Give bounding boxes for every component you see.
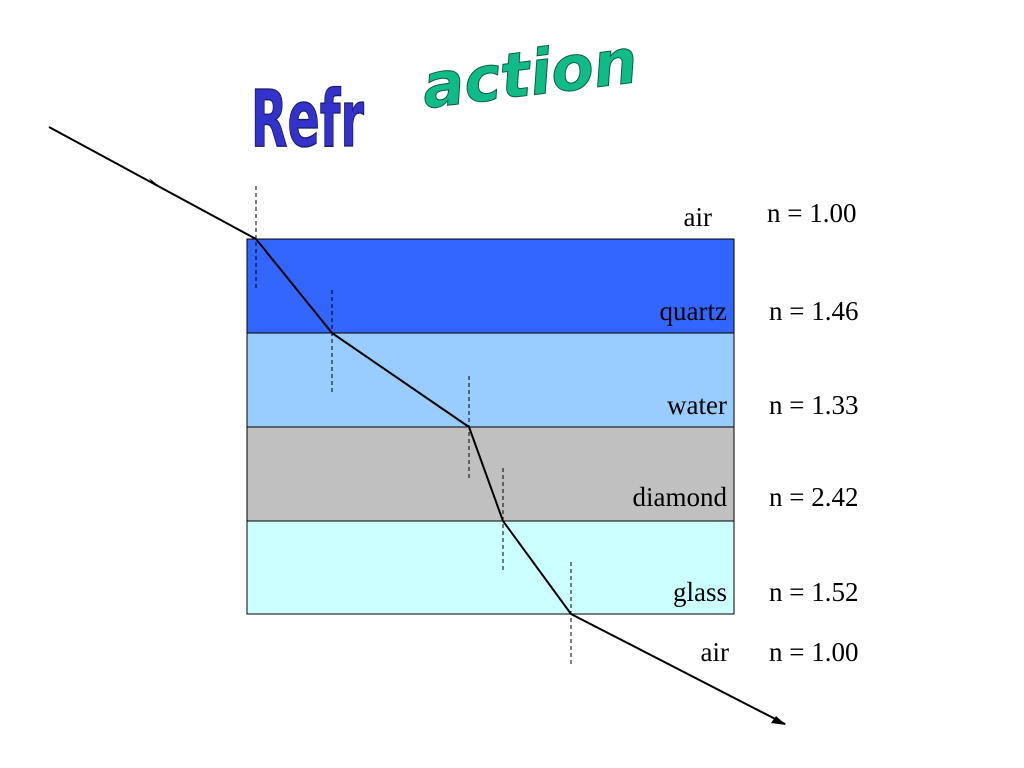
quartz-index: n = 1.46 — [769, 296, 858, 326]
title-refr: Refr — [251, 74, 364, 165]
ray-arrowhead-incoming — [149, 178, 163, 189]
title-action: action — [418, 24, 642, 123]
diamond-index: n = 2.42 — [769, 482, 858, 512]
water-index: n = 1.33 — [769, 390, 858, 420]
glass-index: n = 1.52 — [769, 577, 858, 607]
quartz-label: quartz — [660, 296, 727, 326]
diamond-label: diamond — [633, 482, 728, 512]
bottom-air-index: n = 1.00 — [769, 637, 858, 667]
water-label: water — [667, 390, 727, 420]
bottom-air-label: air — [701, 637, 729, 667]
glass-label: glass — [673, 577, 727, 607]
light-ray — [48, 126, 786, 725]
ray-arrowhead-outgoing — [771, 716, 786, 725]
layer-diamond — [246, 426, 735, 522]
top-air-label: air — [684, 202, 712, 232]
layer-glass — [246, 520, 735, 615]
layer-water — [246, 332, 735, 428]
layer-quartz — [246, 238, 735, 334]
top-air-index: n = 1.00 — [767, 198, 856, 228]
